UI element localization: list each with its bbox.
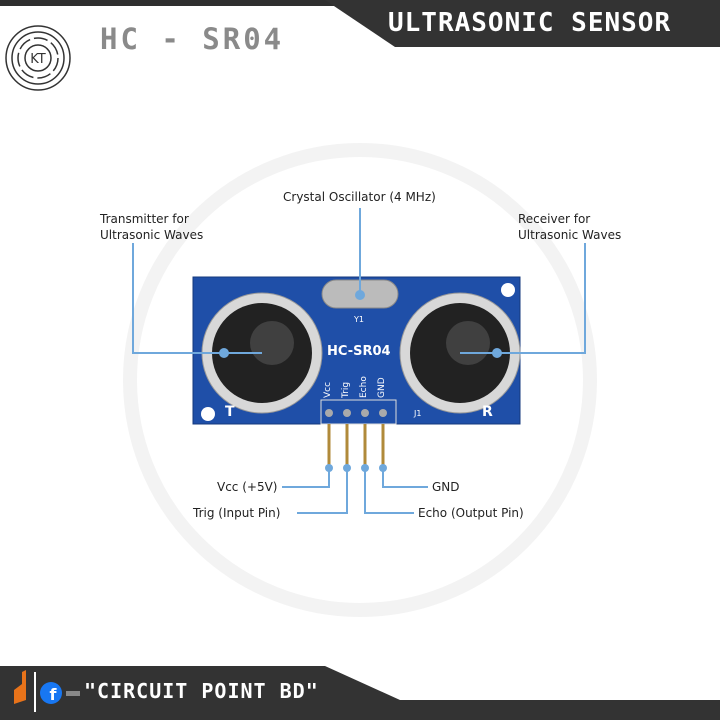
page-title: ULTRASONIC SENSOR [388, 8, 672, 38]
receiver-mark: R [482, 404, 493, 420]
footer-dash [66, 691, 80, 696]
crystal-label: Crystal Oscillator (4 MHz) [283, 190, 436, 204]
board-silkscreen: HC-SR04 [327, 344, 391, 359]
transmitter-label-line1: Transmitter for [100, 212, 189, 226]
header-title-band [325, 0, 720, 47]
receiver-label-line1: Receiver for [518, 212, 591, 226]
watermark [123, 143, 597, 617]
pin-label-gnd: GND [377, 377, 387, 398]
footer-brand: "CIRCUIT POINT BD" [84, 679, 319, 703]
pin-label-trig: Trig [341, 381, 351, 398]
crystal-ref: Y1 [354, 315, 364, 324]
header-ref: J1 [414, 409, 422, 418]
svg-text:f: f [50, 685, 58, 704]
gnd-label: GND [432, 480, 460, 494]
receiver-label-line2: Ultrasonic Waves [518, 228, 622, 242]
trig-label: Trig (Input Pin) [193, 506, 281, 520]
pin-label-vcc: Vcc [323, 381, 333, 398]
transmitter-label: Transmitter for Ultrasonic Waves [100, 211, 203, 243]
echo-callout-line [364, 468, 414, 514]
facebook-icon[interactable]: f [40, 682, 62, 704]
hc-sr04-board [192, 276, 521, 468]
vcc-label: Vcc (+5V) [217, 480, 278, 494]
echo-label: Echo (Output Pin) [418, 506, 524, 520]
svg-text:KT: KT [30, 52, 46, 67]
brand-logo-icon [14, 670, 26, 704]
trig-callout-line [297, 468, 348, 514]
transmitter-mark: T [225, 404, 235, 420]
receiver-label: Receiver for Ultrasonic Waves [518, 211, 621, 243]
vcc-callout-line [282, 468, 330, 488]
gnd-callout-line [382, 468, 428, 488]
transmitter-label-line2: Ultrasonic Waves [100, 228, 204, 242]
pin-label-echo: Echo [359, 376, 369, 398]
model-title: HC - SR04 [100, 22, 285, 56]
logo-icon: KT [5, 25, 71, 91]
footer-band [0, 666, 720, 720]
